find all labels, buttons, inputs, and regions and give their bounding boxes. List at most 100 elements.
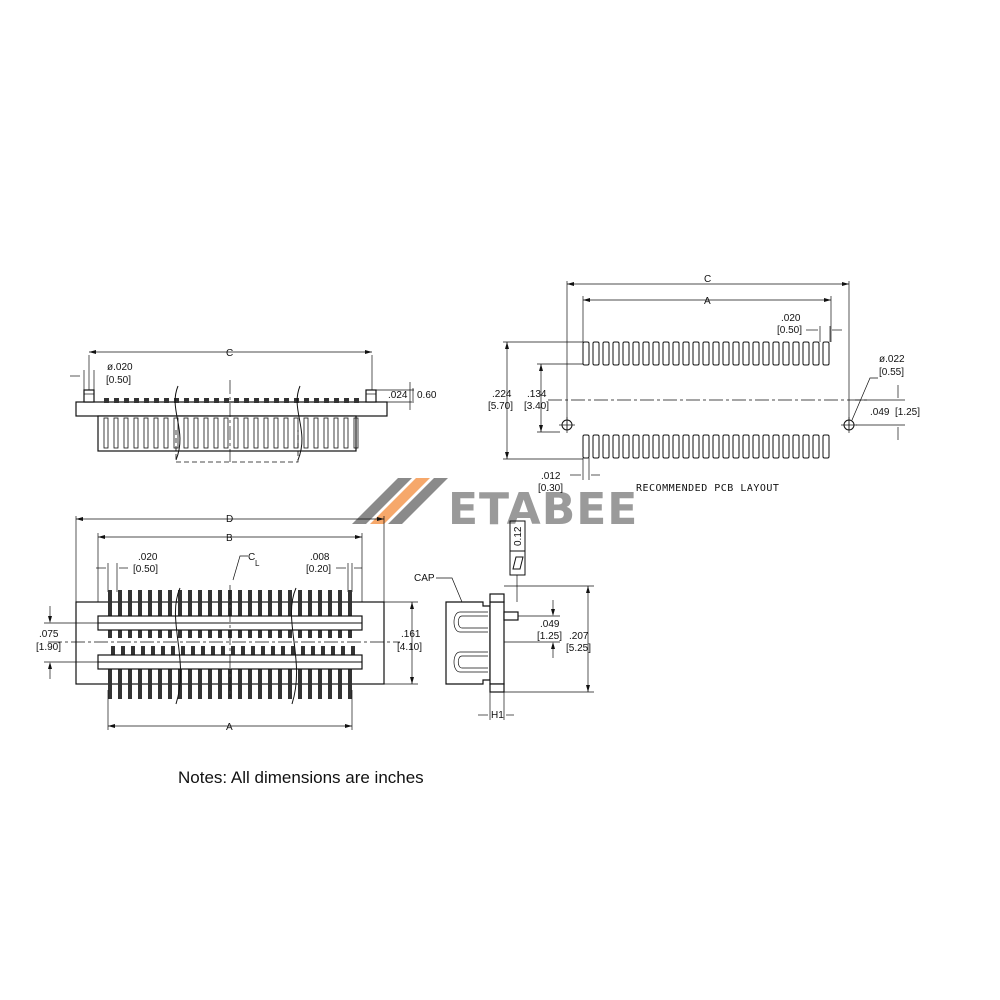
front-pin-mid <box>148 630 152 638</box>
pcb-pad <box>822 341 830 366</box>
front-pin-bottom <box>158 669 162 699</box>
front-pin-mid <box>298 630 302 638</box>
front-pin-bottom <box>338 669 342 699</box>
front-pin-bottom <box>148 669 152 699</box>
front-pin-mid <box>178 630 182 638</box>
top-view-nub <box>234 398 239 403</box>
top-view-nub <box>264 398 269 403</box>
pcb-pad <box>582 341 590 366</box>
front-pin-top <box>268 590 272 616</box>
front-row-pitch: .075 <box>39 629 59 640</box>
front-pin-top <box>118 590 122 616</box>
front-pin-mid <box>248 630 252 638</box>
front-pin-top <box>218 590 222 616</box>
front-pin-bottom <box>208 669 212 699</box>
front-pin-top <box>158 590 162 616</box>
pcb-pad <box>802 434 810 459</box>
front-pin-mid <box>188 630 192 638</box>
front-pin-mid <box>268 630 272 638</box>
pcb-pad <box>652 434 660 459</box>
pcb-pad <box>672 434 680 459</box>
pcb-pad <box>612 341 620 366</box>
front-pitch-mm: [0.50] <box>133 564 158 575</box>
front-pin-bottom <box>288 669 292 699</box>
top-view-lead <box>263 417 269 449</box>
top-view-lead <box>343 417 349 449</box>
pcb-pad <box>762 341 770 366</box>
front-dim-b: B <box>226 533 233 544</box>
flatness-frame <box>509 520 526 576</box>
front-pin-mid <box>271 646 275 655</box>
front-pin-mid <box>131 646 135 655</box>
front-pin-mid <box>208 630 212 638</box>
pcb-pitch-mm: [0.50] <box>777 325 802 336</box>
top-view-nub <box>294 398 299 403</box>
pcb-pad <box>682 341 690 366</box>
top-view-nub <box>244 398 249 403</box>
front-pin-top <box>278 590 282 616</box>
front-pin-top <box>108 590 112 616</box>
pcb-hole-dia-mm: [0.55] <box>879 367 904 378</box>
front-pin-mid <box>218 630 222 638</box>
pcb-pad <box>662 341 670 366</box>
top-view-lead <box>163 417 169 449</box>
watermark: ETABEE <box>352 478 638 535</box>
flatness-value: 0.12 <box>513 526 524 546</box>
top-view-lead <box>323 417 329 449</box>
front-pin-top <box>148 590 152 616</box>
front-row-pitch-mm: [1.90] <box>36 642 61 653</box>
front-pin-mid <box>281 646 285 655</box>
pcb-dim-c: C <box>704 274 711 285</box>
top-view-nub <box>304 398 309 403</box>
pcb-pad <box>642 341 650 366</box>
front-view: D B .020 [0.50] C L .008 [0.20] <box>36 514 422 733</box>
front-pin-top <box>308 590 312 616</box>
pcb-pad <box>812 341 820 366</box>
front-pin-mid <box>301 646 305 655</box>
pcb-pad <box>642 434 650 459</box>
pcb-pad <box>802 341 810 366</box>
front-pin-top <box>128 590 132 616</box>
pcb-pad <box>682 434 690 459</box>
top-view-nub <box>114 398 119 403</box>
pcb-hole-edge: .049 <box>870 407 890 418</box>
front-pin-mid <box>171 646 175 655</box>
side-lead-offset: .049 <box>540 619 560 630</box>
front-pin-mid <box>111 646 115 655</box>
watermark-stripe <box>370 478 430 524</box>
top-view-lead <box>193 417 199 449</box>
front-pin-mid <box>238 630 242 638</box>
top-view-nub <box>104 398 109 403</box>
pcb-pad <box>762 434 770 459</box>
top-view-lead <box>293 417 299 449</box>
front-pin-top <box>248 590 252 616</box>
pcb-pad <box>812 434 820 459</box>
pcb-pad <box>632 434 640 459</box>
watermark-text: ETABEE <box>448 484 638 535</box>
front-pin-mid <box>231 646 235 655</box>
top-post-height: .024 <box>388 390 408 401</box>
pcb-pad <box>592 341 600 366</box>
front-pin-mid <box>328 630 332 638</box>
top-view-nub <box>194 398 199 403</box>
pcb-pad <box>792 434 800 459</box>
front-pin-mid <box>241 646 245 655</box>
pcb-pad <box>792 341 800 366</box>
front-pin-bottom <box>118 669 122 699</box>
pcb-pad <box>822 434 830 459</box>
front-pin-mid <box>288 630 292 638</box>
pcb-pad <box>722 434 730 459</box>
front-pin-mid <box>151 646 155 655</box>
top-view-lead <box>183 417 189 449</box>
front-pin-top <box>298 590 302 616</box>
top-view-nub <box>254 398 259 403</box>
top-view-nub <box>274 398 279 403</box>
pcb-pad <box>692 434 700 459</box>
top-view-lead <box>233 417 239 449</box>
front-pin-bottom <box>198 669 202 699</box>
top-view-lead <box>153 417 159 449</box>
pcb-pad-width: .012 <box>541 471 561 482</box>
pcb-pad <box>622 434 630 459</box>
top-view-lead <box>143 417 149 449</box>
